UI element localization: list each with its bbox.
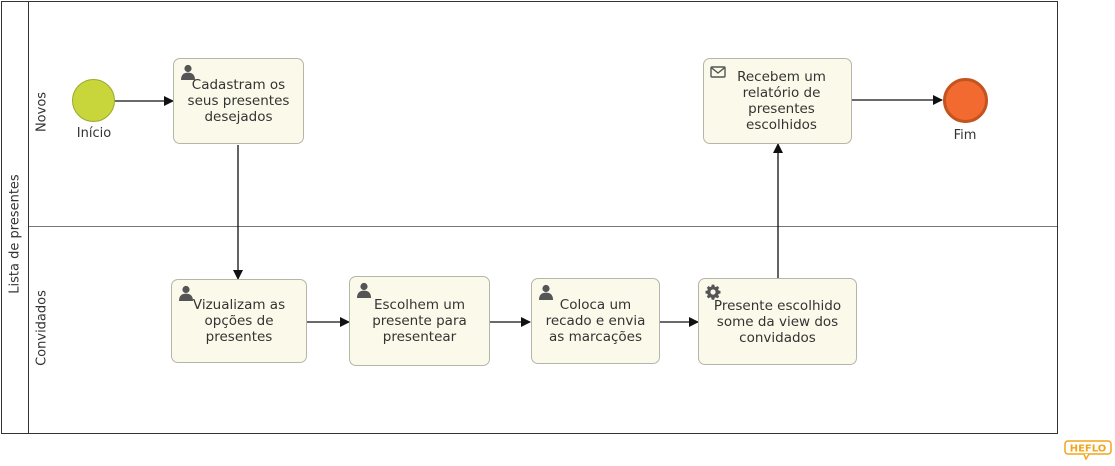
user-icon xyxy=(539,284,553,300)
task-coloca[interactable]: Coloca um recado e envia as marcações xyxy=(531,278,660,364)
user-icon xyxy=(181,64,195,80)
end-event-label: Fim xyxy=(953,128,977,143)
task-cadastram[interactable]: Cadastram os seus presentes desejados xyxy=(173,58,304,144)
heflo-logo: HEFLO xyxy=(1064,440,1112,460)
user-icon xyxy=(357,282,371,298)
task-label: Recebem um relatório de presentes escolh… xyxy=(737,69,826,133)
task-label: Vizualizam as opções de presentes xyxy=(192,297,286,345)
start-event[interactable] xyxy=(72,79,115,122)
envelope-icon xyxy=(710,66,726,78)
task-escolhem[interactable]: Escolhem um presente para presentear xyxy=(349,276,490,366)
task-label: Cadastram os seus presentes desejados xyxy=(187,77,290,125)
task-label: Escolhem um presente para presentear xyxy=(372,297,467,345)
pool-header: Lista de presentes xyxy=(2,2,29,433)
task-vizualizam[interactable]: Vizualizam as opções de presentes xyxy=(171,279,307,363)
gear-icon xyxy=(705,284,721,300)
start-event-label: Início xyxy=(76,126,112,141)
heflo-logo-text: HEFLO xyxy=(1070,444,1107,455)
pool-lista-de-presentes: Lista de presentes Novos Convidados xyxy=(1,1,1058,434)
task-recebem[interactable]: Recebem um relatório de presentes escolh… xyxy=(703,58,852,144)
task-presente[interactable]: Presente escolhido some da view dos conv… xyxy=(698,278,857,365)
task-label: Coloca um recado e envia as marcações xyxy=(545,297,646,345)
user-icon xyxy=(179,285,193,301)
task-label: Presente escolhido some da view dos conv… xyxy=(713,297,842,346)
lane-divider xyxy=(29,226,1057,227)
end-event[interactable] xyxy=(943,78,988,123)
